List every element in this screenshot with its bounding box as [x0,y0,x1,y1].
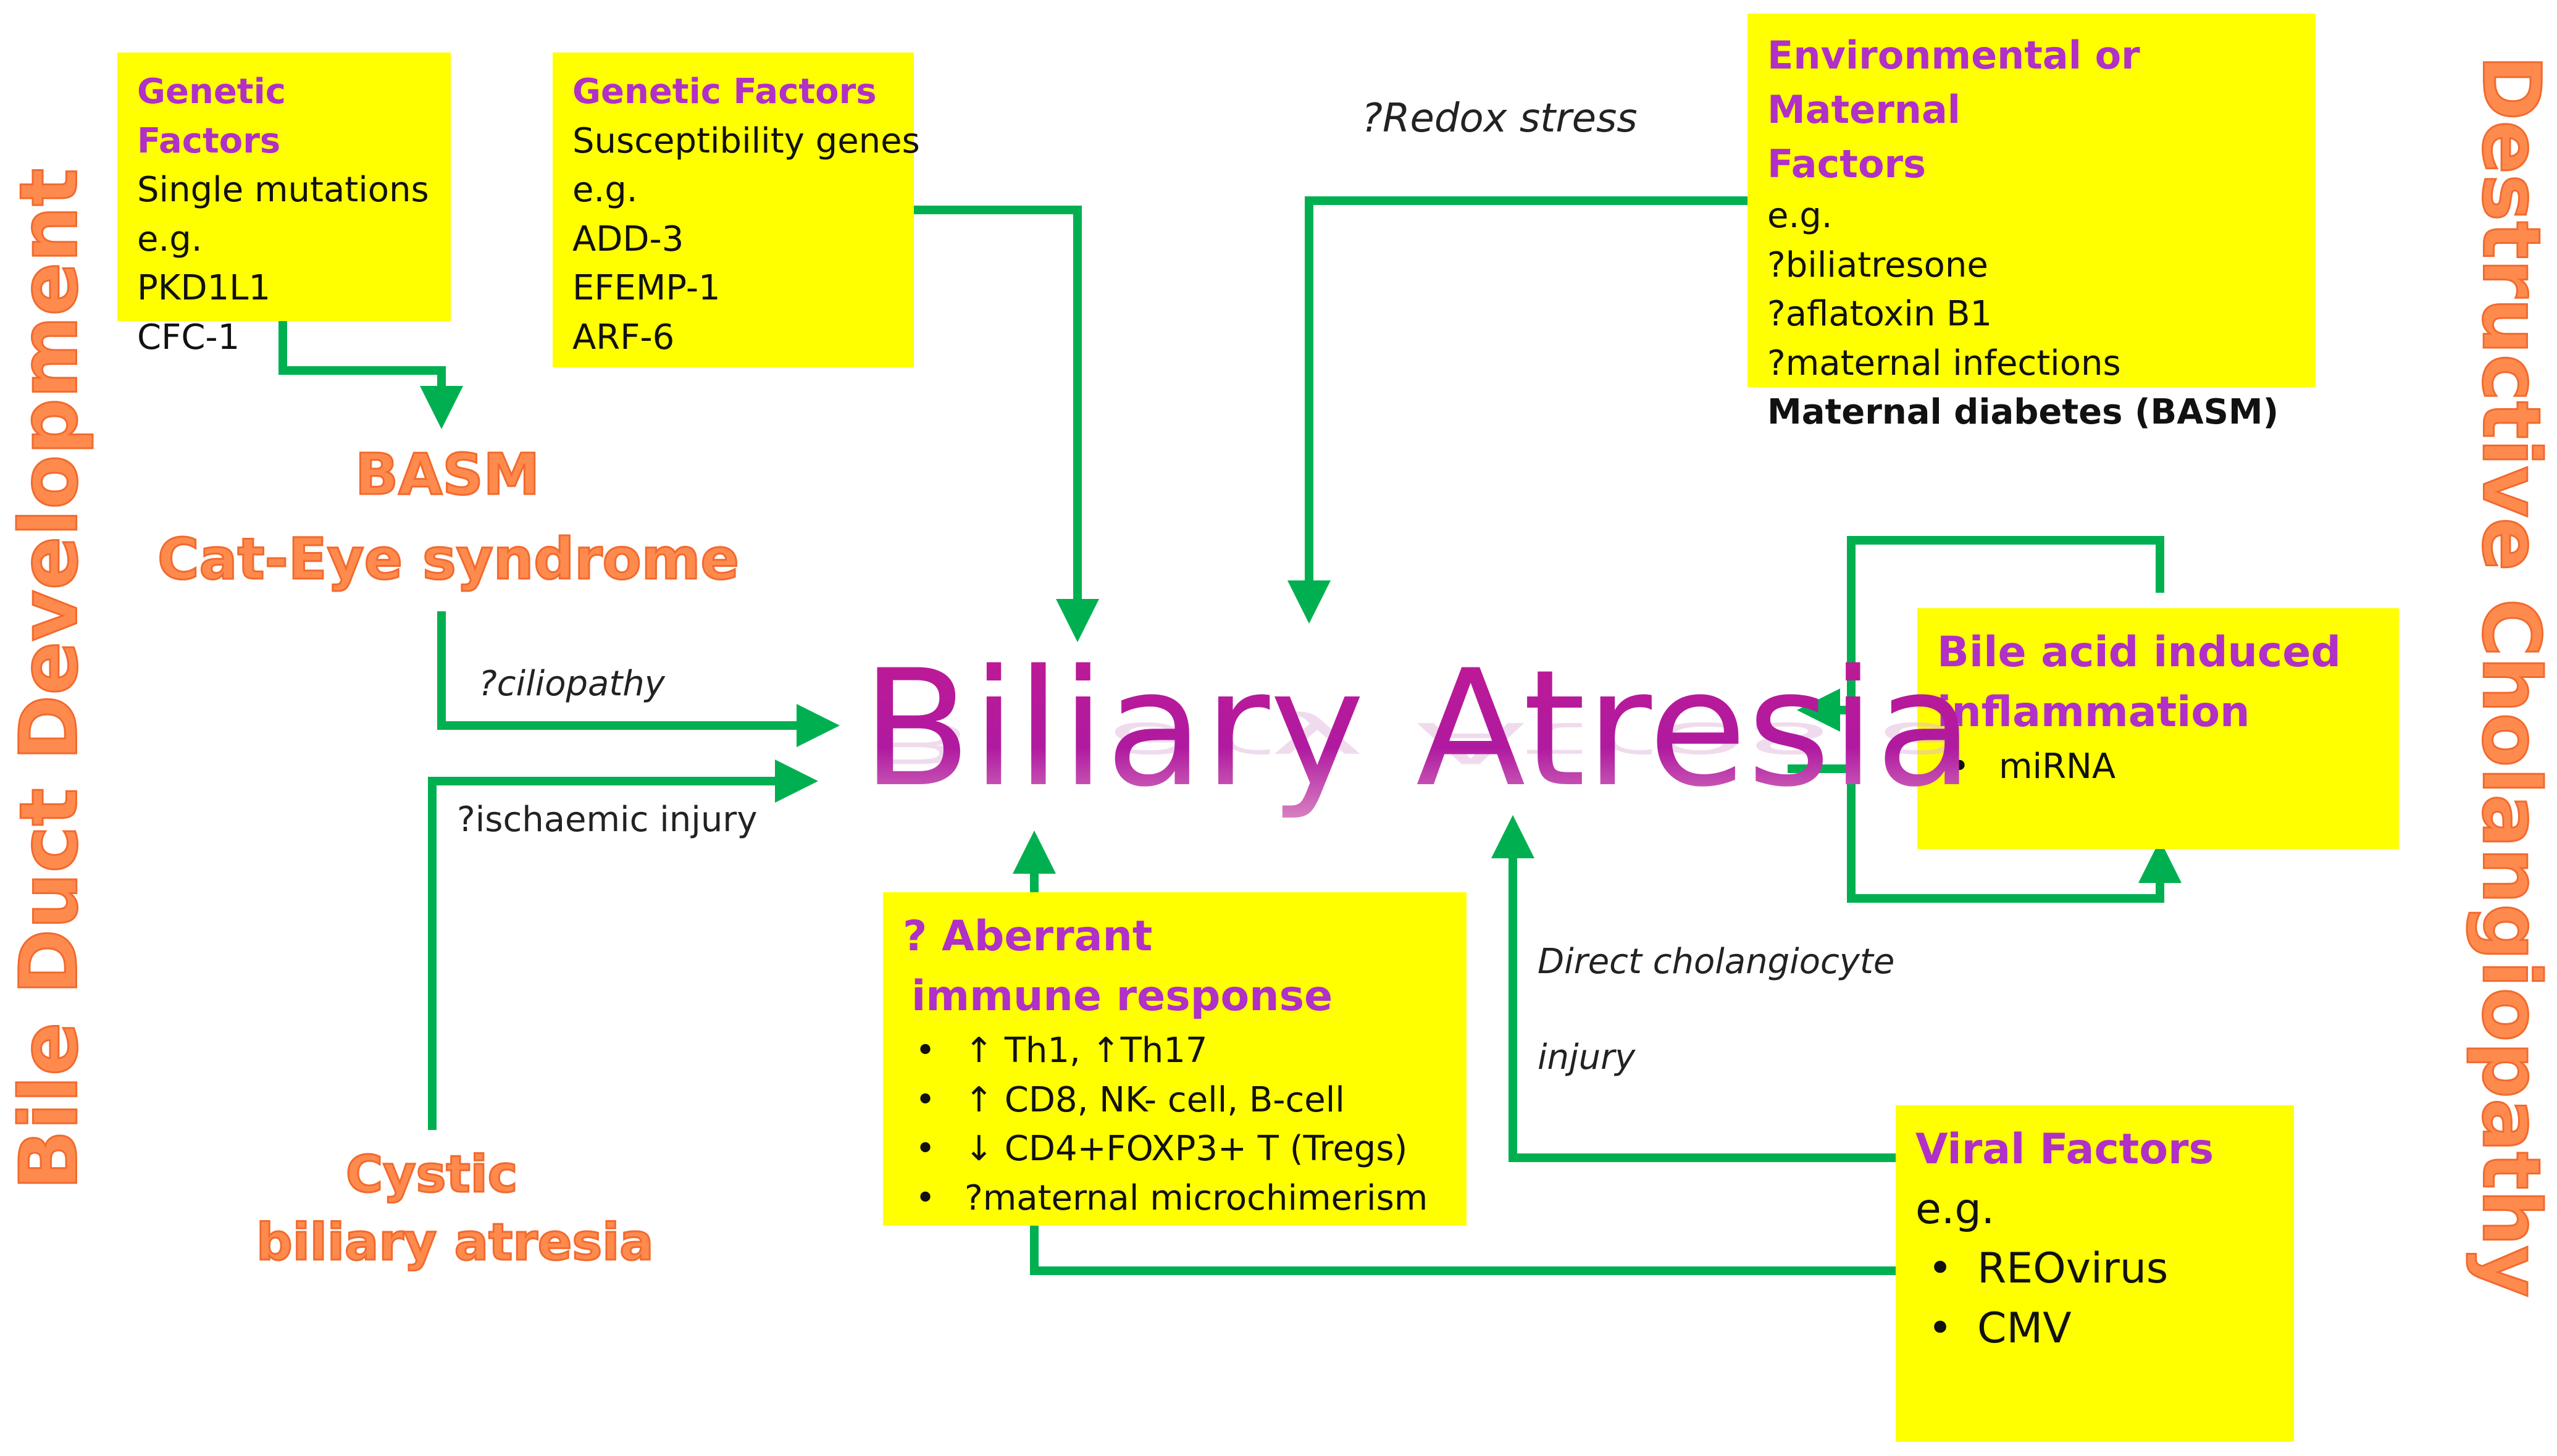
label-redox-stress: ?Redox stress [1362,96,1638,141]
box-heading: immune response [911,971,1333,1021]
box-line: e.g. [1915,1184,1995,1234]
page-title: Biliary Atresia [861,636,1974,822]
arrow-bile-acid-feedback-out [1788,764,2182,903]
arrow-genetic-single-to-basm [278,321,463,429]
side-label-destructive-cholangiopathy: Destructive Cholangiopathy [2464,54,2557,1299]
box-line: ADD-3 [572,219,684,259]
label-direct-cholangiocyte-injury: injury [1538,1037,1636,1077]
box-heading: Genetic Factors [572,72,877,112]
label-cystic: Cystic [345,1145,518,1205]
bullet-item: REOvirus [1915,1239,2274,1299]
box-line: e.g. [1767,196,1833,236]
arrow-viral-to-immune [1030,1223,1899,1275]
box-line: Susceptibility genes [572,120,920,161]
label-ischaemic-injury: ?ischaemic injury [457,800,758,840]
box-bile-acid-inflammation: Bile acid induced inflammation miRNA [1917,608,2399,849]
bullet-item: ↑ CD8, NK- cell, B-cell [903,1076,1447,1125]
box-genetic-susceptibility: Genetic Factors Susceptibility genes e.g… [553,52,920,367]
arrow-susceptibility-to-biliary-atresia [911,206,1099,642]
box-line: PKD1L1 [137,268,271,309]
label-ciliopathy: ?ciliopathy [479,664,665,704]
box-line: ?biliatresone [1767,245,1988,285]
bullet-item: CMV [1915,1299,2274,1359]
arrow-cystic-to-biliary-atresia [428,759,818,1130]
side-label-bile-duct-development: Bile Duct Development [2,167,96,1191]
box-heading: Factors [1767,141,1927,187]
box-line: ?maternal infections [1767,343,2121,383]
box-line: e.g. [137,219,203,259]
label-basm: BASM [354,441,540,509]
box-line: e.g. [572,170,638,211]
bullet-item: ?maternal microchimerism [903,1174,1447,1223]
label-direct-cholangiocyte: Direct cholangiocyte [1538,942,1895,982]
arrow-viral-to-biliary-atresia [1491,815,1899,1162]
box-heading: ? Aberrant [903,912,1153,961]
box-heading: Bile acid induced [1937,628,2341,677]
label-cystic-biliary-atresia: biliary atresia [256,1213,655,1273]
box-line: ?aflatoxin B1 [1767,294,1993,335]
box-line: CFC-1 [137,317,240,358]
box-heading: Genetic Factors [137,72,286,161]
box-line: Single mutations [137,170,429,211]
box-genetic-single-mutations: Genetic Factors Single mutations e.g. PK… [117,52,451,358]
bullet-item: ↓ CD4+FOXP3+ T (Tregs) [903,1124,1447,1174]
box-environmental-maternal-factors: Environmental or Maternal Factors e.g. ?… [1747,14,2316,432]
label-cat-eye-syndrome: Cat-Eye syndrome [157,525,740,593]
arrow-environmental-to-biliary-atresia [1287,196,1751,624]
bullet-item: ↑ Th1, ↑Th17 [903,1026,1447,1076]
arrow-bile-acid-feedback-in [1797,536,2164,732]
box-heading: Viral Factors [1915,1125,2214,1174]
box-viral-factors: Viral Factors e.g. REOvirus CMV [1896,1105,2294,1442]
box-line: EFEMP-1 [572,268,721,309]
box-line-bold: Maternal diabetes (BASM) [1767,392,2279,433]
box-heading: inflammation [1937,687,2250,737]
bullet-item: miRNA [1937,742,2379,792]
box-line: ARF-6 [572,317,675,358]
arrow-cateye-to-biliary-atresia [437,611,840,747]
box-heading: Environmental or Maternal [1767,33,2140,133]
box-aberrant-immune-response: ? Aberrant immune response ↑ Th1, ↑Th17 … [883,892,1467,1226]
